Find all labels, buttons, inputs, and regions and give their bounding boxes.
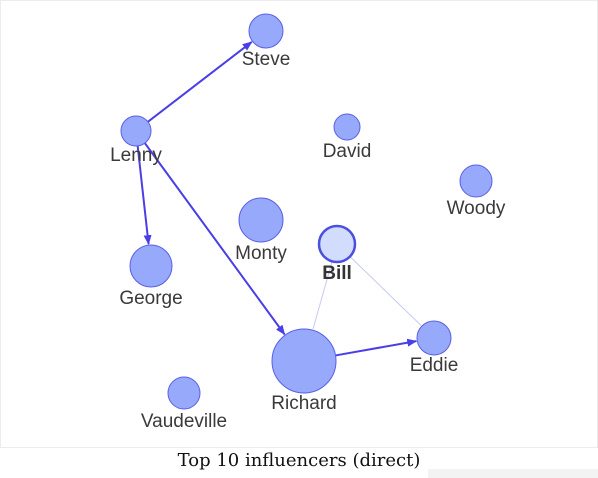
edge-bill-richard[interactable] (312, 261, 333, 330)
node-label-bill: Bill (322, 263, 352, 284)
node-vaudeville[interactable] (167, 376, 201, 410)
nodes-layer (120, 13, 493, 410)
node-label-steve: Steve (242, 49, 291, 70)
node-label-monty: Monty (235, 243, 287, 264)
figure-caption: Top 10 influencers (direct) (177, 450, 421, 471)
edge-lenny-george[interactable] (136, 145, 152, 246)
edge-lenny-richard[interactable] (144, 142, 286, 336)
edge-richard-eddie[interactable] (335, 338, 418, 357)
node-label-david: David (323, 141, 372, 162)
node-lenny[interactable] (120, 115, 152, 147)
node-eddie[interactable] (416, 320, 452, 356)
node-label-vaudeville: Vaudeville (141, 411, 227, 432)
node-david[interactable] (333, 113, 361, 141)
node-steve[interactable] (248, 13, 284, 49)
decorative-strip (428, 469, 598, 478)
node-monty[interactable] (238, 197, 284, 243)
edge-bill-eddie[interactable] (349, 256, 422, 326)
node-label-lenny: Lenny (110, 145, 162, 166)
node-label-richard: Richard (271, 393, 336, 414)
node-label-eddie: Eddie (410, 355, 459, 376)
node-george[interactable] (129, 244, 173, 288)
node-bill[interactable] (317, 224, 357, 264)
edges-layer (136, 41, 422, 357)
node-label-george: George (119, 288, 182, 309)
node-label-woody: Woody (447, 198, 506, 219)
edge-lenny-steve[interactable] (147, 41, 253, 123)
node-richard[interactable] (271, 328, 337, 394)
node-woody[interactable] (459, 164, 493, 198)
